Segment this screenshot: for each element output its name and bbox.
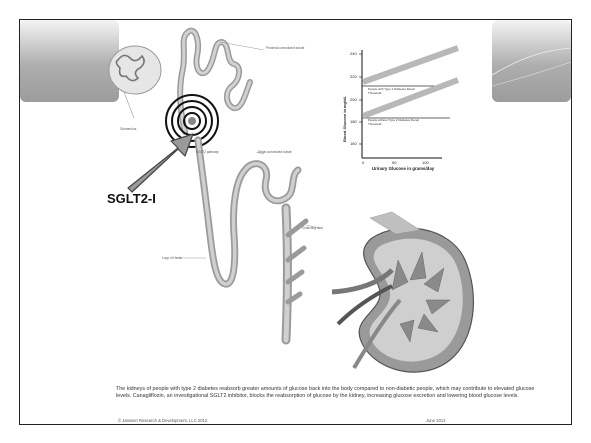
glucose-graph: [359, 48, 458, 158]
label-sglt2-pathway: SGLT2 pathway: [196, 150, 219, 154]
ytick-160: 160: [350, 141, 357, 146]
caption-text: The kidneys of people with type 2 diabet…: [116, 386, 546, 400]
footer-date: June 2012: [426, 418, 446, 423]
graph-xlabel: Urinary Glucose in grams/day: [372, 166, 434, 171]
ytick-220: 220: [350, 74, 357, 79]
ytick-180: 180: [350, 119, 357, 124]
label-distal-tubule: Distal convoluted tubule: [258, 150, 292, 154]
ytick-240: 240: [350, 51, 357, 56]
xtick-0: 0: [362, 160, 364, 165]
label-collecting-duct: Collecting duct: [302, 226, 323, 230]
xtick-50: 50: [392, 160, 396, 165]
slide: Proximal convoluted tubule Glomerulus SG…: [19, 19, 572, 425]
xtick-100: 100: [422, 160, 429, 165]
label-loop-of-henle: Loop of Henle: [162, 256, 182, 260]
glomerulus-capsule: [109, 46, 161, 94]
kidney-diagram: [20, 20, 571, 424]
sglt2-inhibitor-label: SGLT2-I: [107, 191, 156, 206]
footer-copyright: © Janssen Research & Development, LLC 20…: [118, 418, 207, 423]
label-proximal-tubule: Proximal convoluted tubule: [266, 46, 304, 50]
kidney-cross-section: [332, 212, 473, 372]
annotation-without-threshold: People without Type 2 Diabetes Renal Thr…: [368, 119, 426, 126]
sglt2-target-rings: [166, 95, 218, 147]
graph-ylabel: Blood Glucose in mg/dL: [342, 96, 347, 142]
annotation-type2-threshold: People with Type 2 Diabetes Renal Thresh…: [368, 88, 426, 95]
ytick-200: 200: [350, 97, 357, 102]
sglt2-arrow: [128, 134, 193, 192]
label-glomerulus: Glomerulus: [120, 127, 136, 131]
